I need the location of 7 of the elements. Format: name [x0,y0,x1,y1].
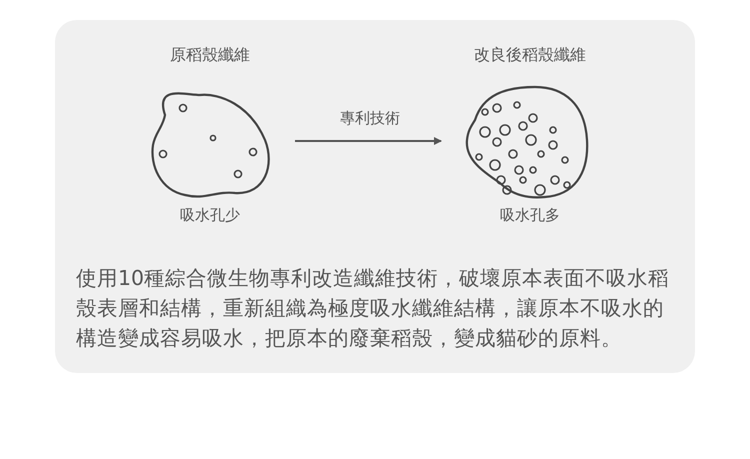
fiber-heading: 改良後稻殼纖維 [473,45,587,66]
fiber-caption: 吸水孔少 [179,206,241,225]
description-text: 使用10種綜合微生物專利改造纖維技術，破壞原本表面不吸水稻殼表層和結構，重新組織為極度吸水纖維結構，讓原本不吸水的構造變成容易吸水，把原本的廢棄稻殼，變成貓砂的原料。 [76,265,670,352]
fiber-heading: 原稻殼纖維 [169,45,251,66]
arrow [295,137,442,145]
fiber-caption: 吸水孔多 [499,206,561,225]
edge-label: 專利技術 [339,109,401,128]
